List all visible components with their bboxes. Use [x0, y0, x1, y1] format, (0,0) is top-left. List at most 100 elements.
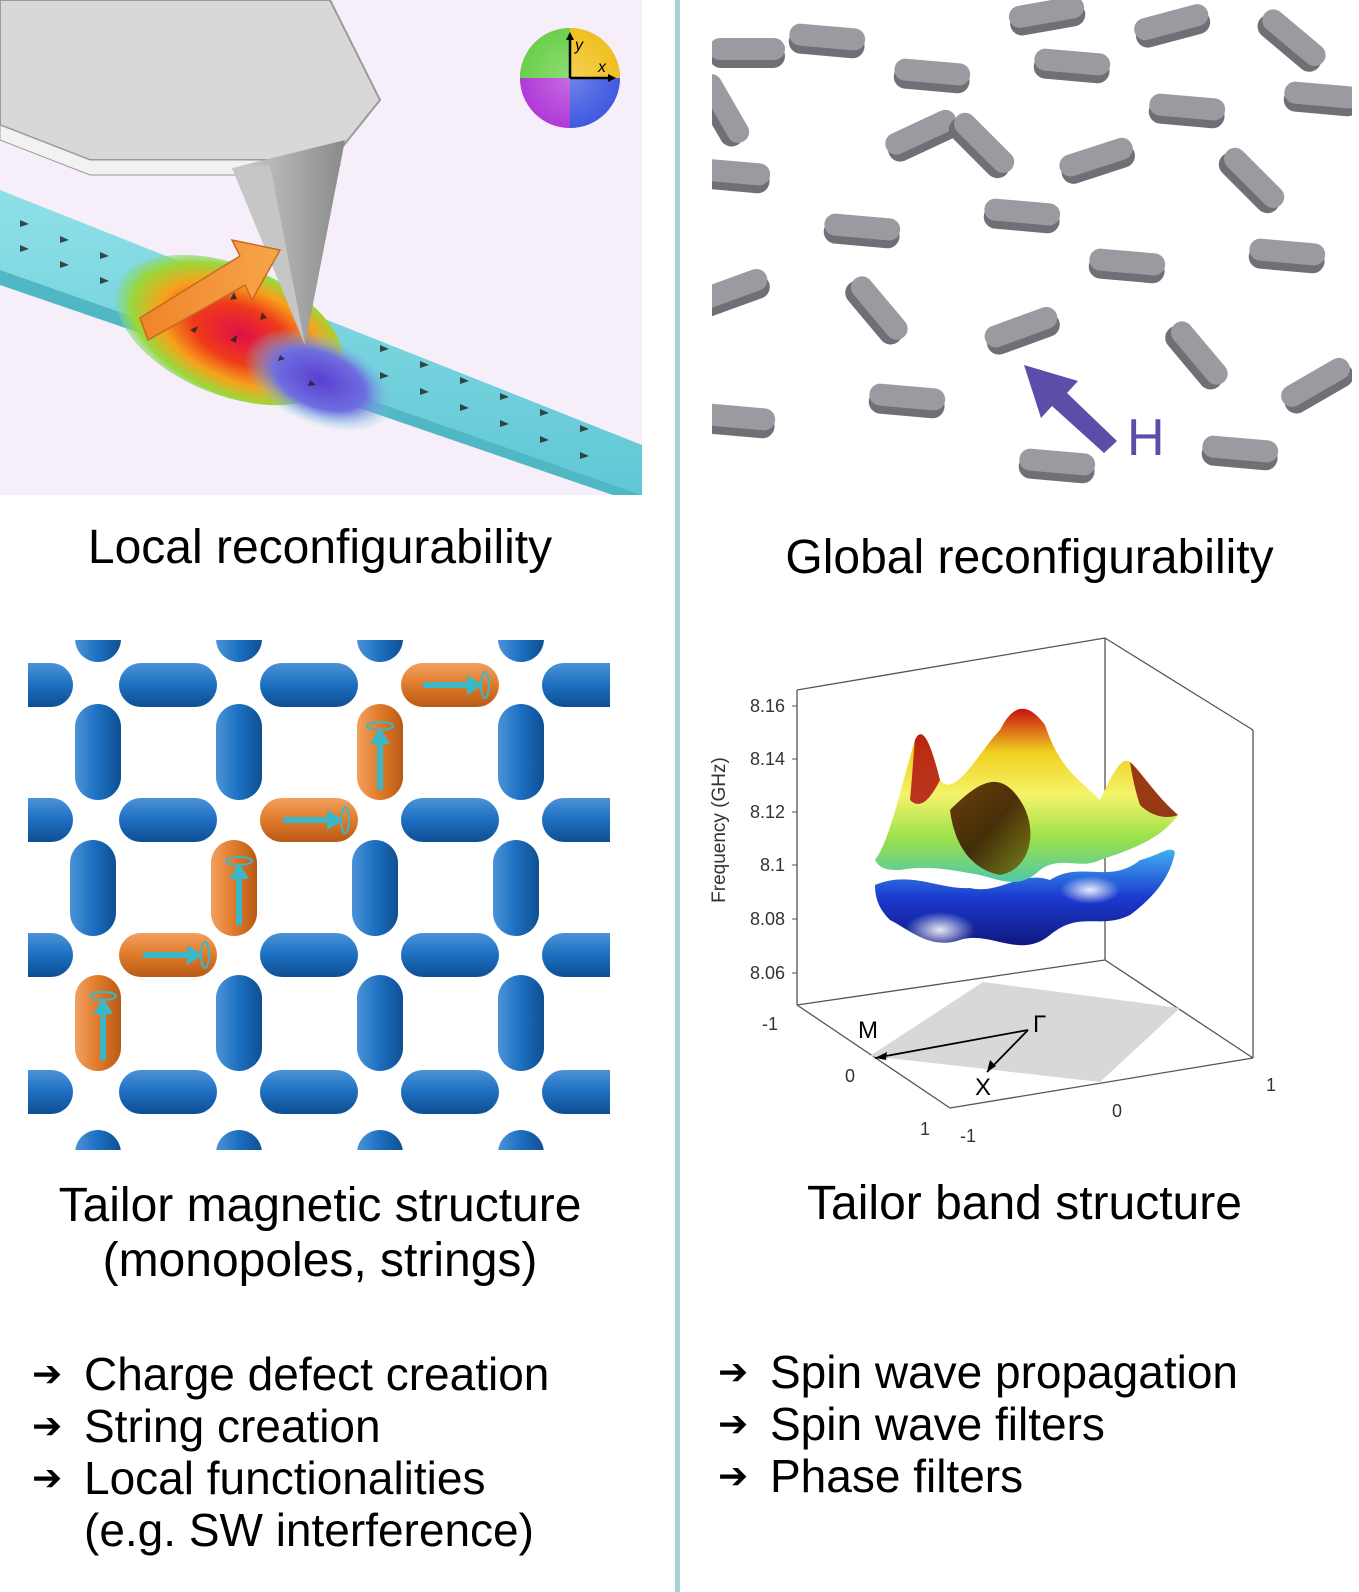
list-item: ➔Spin wave propagation [718, 1346, 1238, 1398]
y-tick: 1 [1266, 1075, 1276, 1095]
list-item: ➔Spin wave filters [718, 1398, 1105, 1450]
local-reconfig-illustration: y x [0, 0, 642, 495]
magnetization-arrow-icon [143, 945, 203, 965]
spin-ice-island [542, 798, 610, 842]
spin-ice-island [498, 704, 544, 800]
spin-ice-island [493, 840, 539, 936]
arrow-right-icon: ➔ [718, 1455, 749, 1496]
caption-line-1: Tailor magnetic structure [58, 1179, 582, 1232]
spin-ice-island [28, 798, 73, 842]
z-tick: 8.08 [750, 909, 785, 929]
global-reconfig-illustration: H [712, 0, 1352, 495]
y-tick: 0 [1112, 1101, 1122, 1121]
nanomagnet-island [893, 58, 971, 94]
left-bullet-list: ➔Charge defect creation ➔String creation… [32, 1348, 652, 1556]
nanomagnet-island [788, 23, 866, 59]
panel-divider [675, 0, 680, 1592]
z-tick: 8.1 [760, 855, 785, 875]
spin-ice-island [260, 1070, 358, 1114]
color-wheel-icon: y x [520, 28, 620, 128]
nanomagnet-island [1059, 137, 1135, 184]
nanomagnet-island [1248, 238, 1326, 274]
z-tick: 8.16 [750, 696, 785, 716]
spin-ice-island [28, 663, 73, 707]
magnetization-arrow-icon [283, 810, 343, 830]
bz-point-x: X [975, 1074, 991, 1101]
nanomagnet-island [1218, 147, 1285, 214]
nanomagnet-island [1033, 48, 1111, 84]
colorwheel-y-label: y [574, 37, 584, 54]
spin-ice-island [401, 933, 499, 977]
spin-ice-island [542, 1070, 610, 1114]
nanomagnet-island [868, 383, 946, 419]
nanomagnet-island [948, 112, 1015, 179]
nanomagnet-island [885, 109, 960, 162]
x-tick: -1 [762, 1014, 778, 1034]
list-item: ➔Phase filters [718, 1450, 1024, 1502]
nanomagnet-island [712, 38, 785, 68]
field-arrow-icon [1024, 365, 1117, 453]
bz-point-gamma: Γ [1033, 1011, 1046, 1038]
spin-ice-island [357, 975, 403, 1071]
list-item: ➔Charge defect creation [32, 1348, 550, 1400]
right-bullet-list: ➔Spin wave propagation ➔Spin wave filter… [718, 1346, 1348, 1502]
nanomagnet-island [1201, 435, 1279, 471]
spin-ice-island [357, 1130, 403, 1150]
caption-line-2: (monopoles, strings) [102, 1234, 538, 1287]
nanomagnet-island [712, 268, 770, 317]
x-tick: 0 [845, 1066, 855, 1086]
spin-ice-island [498, 640, 544, 662]
nanomagnet-island [712, 74, 750, 147]
arrow-right-icon: ➔ [32, 1405, 63, 1446]
nanomagnet-island [823, 213, 901, 249]
nanomagnet-island [1088, 248, 1166, 284]
nanomagnet-island [1281, 357, 1352, 414]
nanomagnet-island [983, 198, 1061, 234]
z-tick: 8.06 [750, 963, 785, 983]
spin-ice-island [211, 840, 257, 936]
nanomagnet-island [1018, 448, 1096, 484]
spin-ice-island [216, 704, 262, 800]
z-tick: 8.12 [750, 802, 785, 822]
colorwheel-x-label: x [597, 59, 607, 76]
spin-ice-island [75, 1130, 121, 1150]
local-reconfig-caption: Local reconfigurability [87, 521, 553, 574]
magnetic-structure-caption: Tailor magnetic structure (monopoles, st… [0, 1178, 640, 1288]
nanomagnet-island [1257, 9, 1326, 72]
upper-band-surface [875, 708, 1178, 882]
list-item-continuation: (e.g. SW interference) [84, 1504, 534, 1556]
spin-ice-island [401, 798, 499, 842]
arrow-right-icon: ➔ [32, 1457, 63, 1498]
nanomagnet-island [712, 158, 771, 194]
spin-ice-island [498, 1130, 544, 1150]
nanomagnet-island [1148, 93, 1226, 129]
spin-ice-island [260, 663, 358, 707]
list-item: ➔String creation [32, 1400, 381, 1452]
spin-ice-island [75, 704, 121, 800]
spin-ice-island [357, 640, 403, 662]
band-structure-caption: Tailor band structure [807, 1177, 1242, 1230]
x-tick: 1 [920, 1119, 930, 1139]
z-tick: 8.14 [750, 749, 785, 769]
band-structure-chart: M Γ X 8.16 8.14 8.12 8.1 8.08 8.06 Frequ… [700, 630, 1310, 1160]
spin-ice-island [75, 975, 121, 1071]
spin-ice-island [216, 1130, 262, 1150]
nanomagnet-island [984, 306, 1060, 355]
field-label: H [1127, 409, 1165, 467]
nanomagnet-island [1165, 321, 1228, 390]
spin-ice-island [260, 933, 358, 977]
arrow-right-icon: ➔ [718, 1403, 749, 1444]
spin-ice-island [28, 1070, 73, 1114]
spin-ice-island [542, 663, 610, 707]
spin-ice-island [401, 1070, 499, 1114]
spin-ice-island [498, 975, 544, 1071]
arrow-right-icon: ➔ [32, 1353, 63, 1394]
magnetization-arrow-icon [93, 998, 113, 1060]
spin-ice-island [542, 933, 610, 977]
global-reconfig-caption: Global reconfigurability [785, 531, 1274, 584]
spin-ice-island [75, 640, 121, 662]
z-axis-label: Frequency (GHz) [709, 757, 730, 903]
nanomagnet-island [845, 276, 908, 345]
spin-ice-illustration [28, 640, 610, 1150]
nanomagnet-island [1283, 81, 1352, 117]
